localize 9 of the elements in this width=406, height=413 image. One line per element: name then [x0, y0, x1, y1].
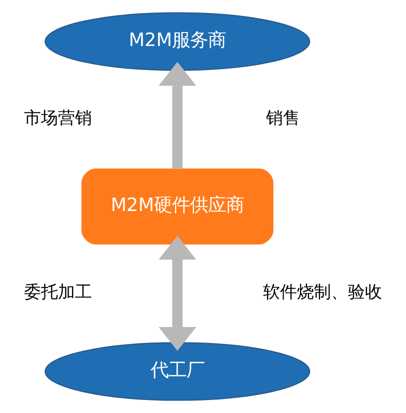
arrow — [158, 236, 196, 351]
label: 委托加工 — [24, 282, 92, 302]
node-ellipse: M2M服务商 — [44, 12, 310, 71]
arrow — [158, 62, 196, 170]
label: 市场营销 — [24, 108, 92, 129]
node-box: M2M硬件供应商 — [81, 168, 274, 244]
label: 软件烧制、验收 — [262, 282, 382, 302]
node-ellipse: 代工厂 — [44, 342, 310, 401]
label: 销售 — [266, 108, 300, 129]
